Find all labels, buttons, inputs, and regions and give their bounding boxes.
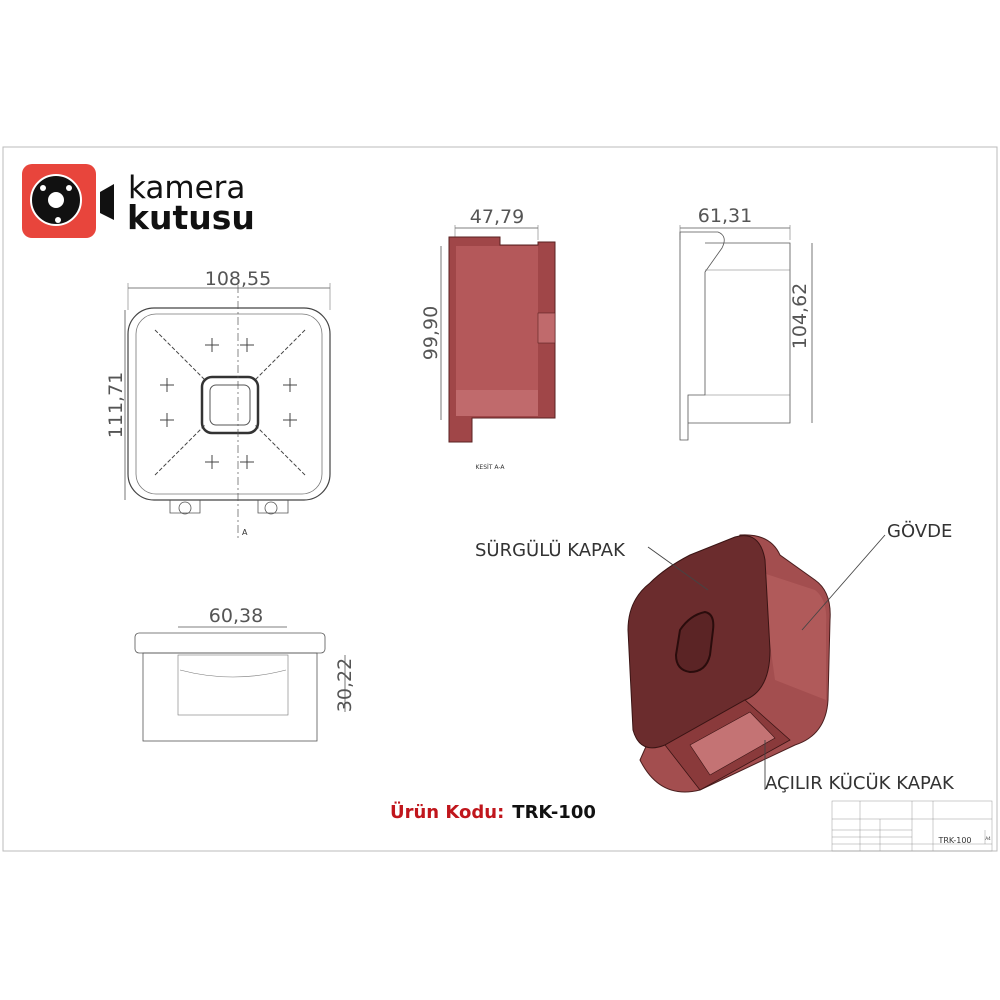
dim-front-width: 108,55 — [205, 268, 271, 290]
title-block-drawing-no: TRK-100 — [937, 836, 971, 845]
sheet-border — [2, 146, 998, 852]
dim-front-height: 111,71 — [105, 372, 127, 438]
title-block — [831, 800, 993, 852]
section-label: KESİT A-A — [476, 464, 506, 471]
logo-line2: kutusu — [127, 198, 255, 237]
dim-bottom-width: 60,38 — [209, 605, 263, 627]
callout-small-lid: AÇILIR KÜCÜK KAPAK — [765, 772, 955, 794]
section-marker: A — [242, 528, 248, 537]
logo-line1: kamera — [128, 170, 245, 206]
dim-section-depth: 47,79 — [470, 206, 524, 228]
section-view: 47,79 99,90 KESİT A-A — [420, 206, 556, 471]
product-code: Ürün Kodu: TRK-100 — [390, 801, 596, 823]
dim-bottom-height: 30,22 — [334, 658, 356, 712]
dim-side-depth: 61,31 — [698, 205, 752, 227]
isometric-view — [627, 534, 886, 793]
dim-side-height: 104,62 — [789, 283, 811, 349]
callout-lid: SÜRGÜLÜ KAPAK — [475, 539, 626, 561]
side-view: 61,31 104,62 — [679, 205, 813, 441]
brand-logo: kamera kutusu — [22, 164, 255, 238]
callout-body: GÖVDE — [887, 520, 952, 542]
product-code-value: TRK-100 — [512, 802, 596, 823]
front-view: 108,55 111,71 A — [105, 268, 331, 540]
dim-section-height: 99,90 — [420, 306, 442, 360]
camera-icon — [100, 184, 114, 220]
title-block-size: A4 — [985, 836, 991, 841]
product-code-label: Ürün Kodu: — [390, 801, 504, 823]
bottom-view: 60,38 30,22 — [134, 605, 356, 742]
